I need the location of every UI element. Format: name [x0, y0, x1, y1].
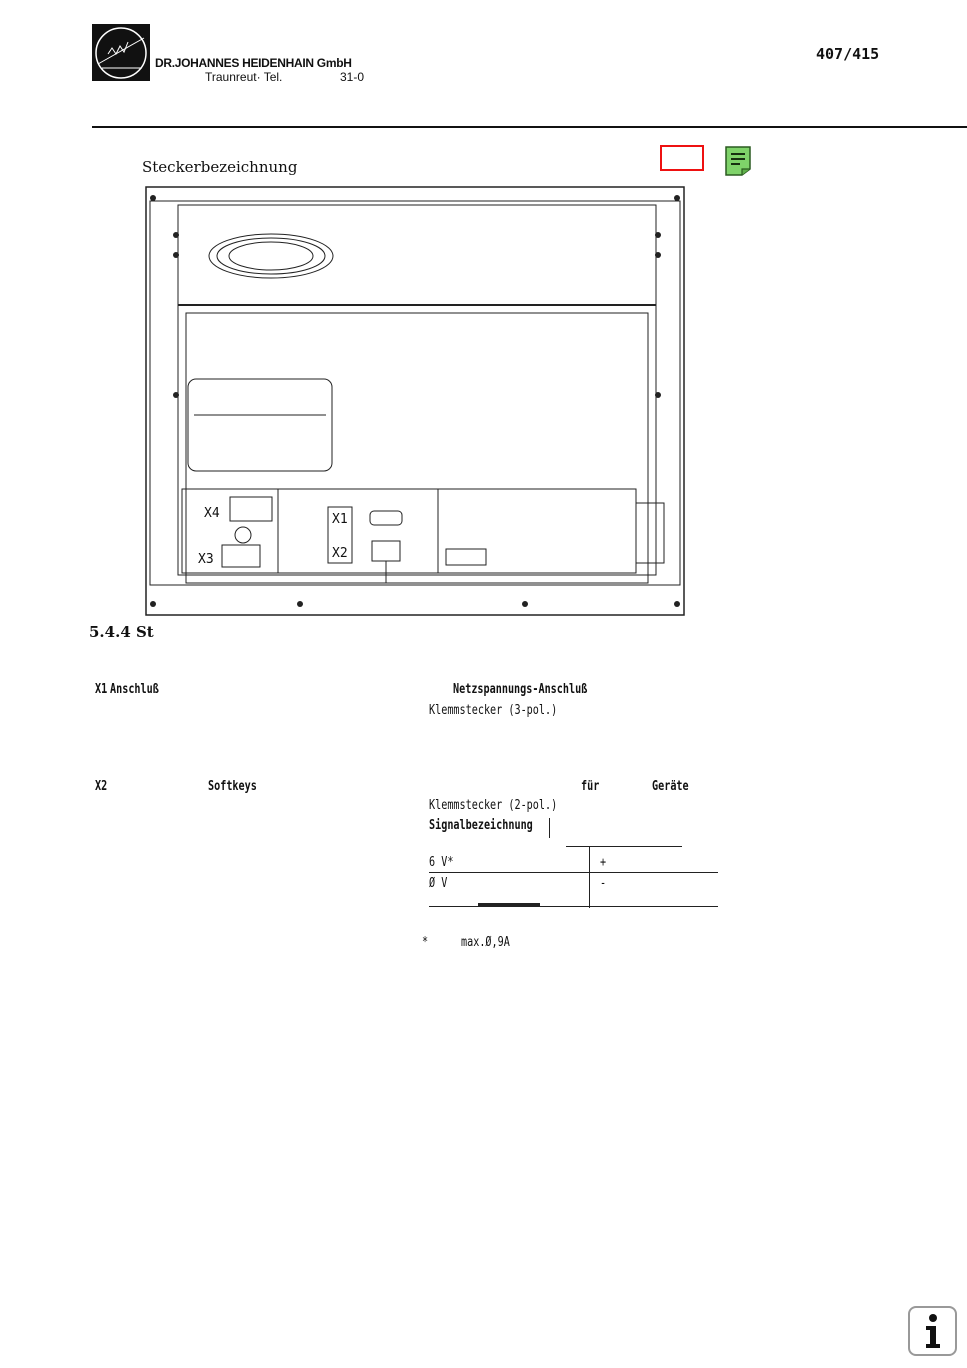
info-icon[interactable]	[908, 1306, 957, 1356]
x1-sub: Klemmstecker (3-pol.)	[429, 703, 558, 718]
label-x3: X3	[198, 552, 214, 567]
table-row-1-signal: 6 V*	[429, 855, 454, 870]
x1-word: Anschluß	[110, 682, 159, 697]
x2-desc-a: für	[581, 779, 600, 794]
footnote-mark: *	[422, 935, 429, 950]
table-row-2-pin: -	[600, 876, 607, 891]
company-address: Traunreut· Tel.	[205, 70, 283, 84]
page-title: Steckerbezeichnung	[142, 158, 298, 176]
table-bottom-rule	[429, 906, 718, 907]
table-row-1-pin: +	[600, 855, 607, 870]
label-x1: X1	[332, 512, 348, 527]
x2-word: Softkeys	[208, 779, 257, 794]
section-heading: 5.4.4 St	[89, 623, 154, 641]
x2-desc-b: Geräte	[652, 779, 689, 794]
cursor-mark	[549, 818, 550, 838]
highlight-box[interactable]	[660, 145, 704, 171]
signal-heading: Signalbezeichnung	[429, 818, 533, 833]
header-divider	[92, 126, 967, 128]
x1-description: Netzspannungs-Anschluß	[453, 682, 588, 697]
label-x4: X4	[204, 506, 220, 521]
note-icon[interactable]	[724, 145, 752, 177]
rear-panel-drawing: X4 X3 X1 X2	[142, 185, 688, 617]
table-row-2-signal: Ø V	[429, 876, 448, 891]
x1-label: X1	[95, 682, 108, 697]
page-number: 407/415	[816, 45, 880, 63]
table-column-divider	[589, 846, 590, 908]
table-underline	[478, 903, 540, 906]
table-top-rule	[566, 846, 682, 847]
x2-label: X2	[95, 779, 108, 794]
x2-sub: Klemmstecker (2-pol.)	[429, 798, 558, 813]
company-tel: 31-0	[340, 70, 365, 84]
label-x2: X2	[332, 546, 348, 561]
company-name: DR.JOHANNES HEIDENHAIN GmbH	[155, 56, 352, 70]
footnote-text: max.Ø,9A	[461, 935, 510, 950]
table-row-rule	[429, 872, 718, 873]
heidenhain-logo	[92, 24, 150, 81]
